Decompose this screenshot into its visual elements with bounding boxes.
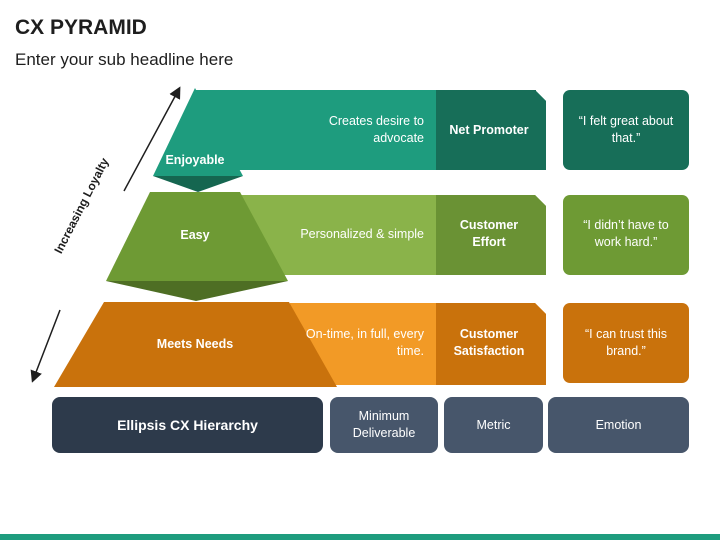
page-subtitle: Enter your sub headline here — [15, 50, 234, 69]
emotion-easy: “I didn’t have to work hard.” — [583, 218, 669, 249]
pyramid-tier-easy — [106, 192, 288, 281]
tier-label-easy: Easy — [180, 227, 210, 242]
pyramid-tier-needs — [54, 302, 337, 387]
bottom-accent-bar — [0, 534, 720, 540]
footer-emotion-label: Emotion — [595, 417, 642, 432]
tier-label-enjoyable: Enjoyable — [165, 152, 225, 167]
band-needs-metric — [436, 303, 546, 385]
metric-enjoyable: Net Promoter — [449, 122, 529, 137]
footer-hierarchy-label: Ellipsis CX Hierarchy — [117, 416, 258, 433]
footer-metric-box — [444, 397, 543, 453]
metric-needs: Customer Satisfaction — [453, 327, 525, 358]
deliverable-easy: Personalized & simple — [300, 226, 424, 241]
footer-hierarchy-box — [52, 397, 323, 453]
tier-label-needs: Meets Needs — [156, 336, 234, 351]
footer-emotion-box — [548, 397, 689, 453]
loyalty-arrow-up — [123, 86, 181, 192]
footer-metric-label: Metric — [476, 417, 511, 432]
footer-deliverable-box — [330, 397, 438, 453]
deliverable-enjoyable: Creates desire to advocate — [328, 114, 424, 145]
band-easy-metric — [436, 195, 546, 275]
footer-deliverable-label: Minimum Deliverable — [352, 409, 416, 440]
deliverable-needs: On-time, in full, every time. — [305, 327, 424, 358]
loyalty-arrow-down — [30, 309, 61, 383]
metric-easy: Customer Effort — [459, 218, 519, 249]
emotion-enjoyable: “I felt great about that.” — [578, 114, 674, 145]
emotion-card-easy — [563, 195, 689, 275]
emotion-card-enjoyable — [563, 90, 689, 170]
pyramid-connector-1 — [153, 176, 243, 192]
emotion-needs: “I can trust this brand.” — [585, 327, 667, 358]
emotion-card-needs — [563, 303, 689, 383]
pyramid-tier-enjoyable — [153, 88, 243, 176]
band-enjoyable-metric — [436, 90, 546, 170]
pyramid-connector-2 — [106, 281, 288, 301]
page-title: CX PYRAMID — [15, 16, 147, 39]
